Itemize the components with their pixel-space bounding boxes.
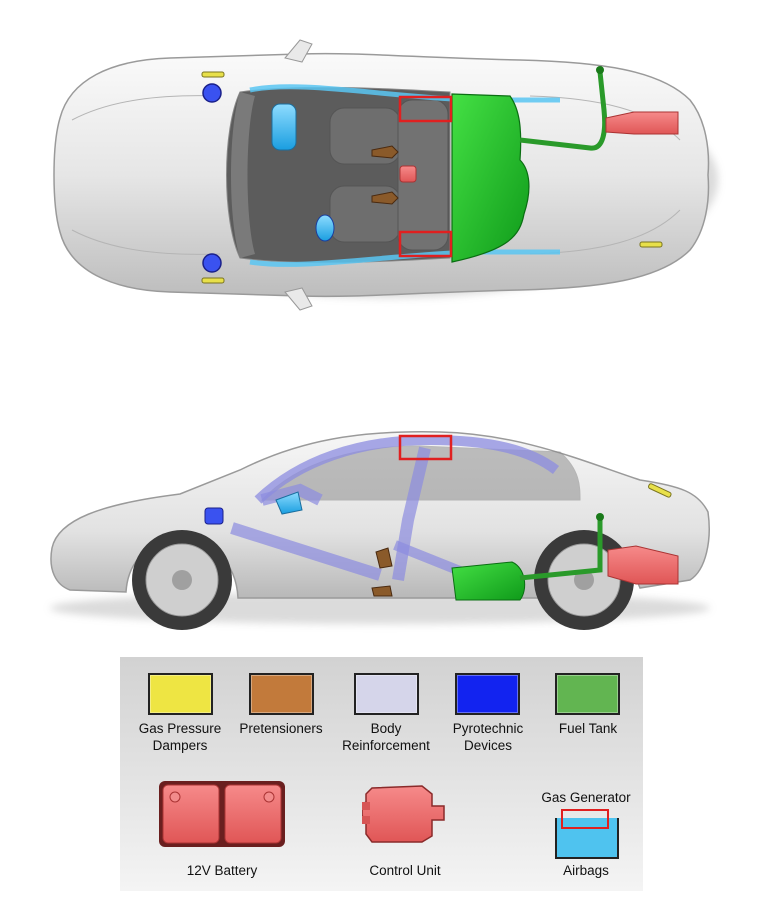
pretensioner-side-1 [375,547,393,569]
control-unit-top [399,165,417,183]
fuel-tank-swatch [555,673,620,715]
body-reinforcement-roof [254,434,560,504]
gas-damper-top-3 [639,241,663,248]
battery-legend-icon [159,781,285,847]
control-unit-text: Control Unit [369,863,441,878]
gas-pressure-dampers-line1: Gas Pressure [138,721,222,736]
pyrotechnic-device-top-1 [202,83,222,103]
gas-generator-top-2 [398,230,453,258]
body-reinforcement-sill [230,522,382,581]
control-unit-label: Control Unit [350,862,460,879]
gas-pressure-dampers-line2: Dampers [152,738,208,753]
battery-side [607,545,679,585]
gas-generator-side [398,434,453,461]
driver-airbag-top [271,103,297,151]
fuel-tank-label: Fuel Tank [541,720,635,737]
pyrotechnic-devices-line2: Devices [463,738,512,753]
pyrotechnic-devices-swatch [455,673,520,715]
pretensioners-text: Pretensioners [239,721,323,736]
front-wheel [132,530,232,630]
gas-damper-top-1 [201,71,225,78]
body-reinforcement-swatch [354,673,419,715]
gas-generator-text: Gas Generator [541,790,631,805]
pyrotechnic-devices-label: Pyrotechnic Devices [440,720,536,754]
body-reinforcement-line1: Body [370,721,402,736]
mirror-left [284,39,313,63]
pretensioner-top-1 [371,145,399,159]
pyrotechnic-device-side [204,507,224,525]
fuel-tank-text: Fuel Tank [558,721,618,736]
car-top-view [53,39,718,311]
body-reinforcement-b-pillar [392,446,431,581]
body-reinforcement-line2: Reinforcement [342,738,430,753]
fuel-line-side [519,520,603,581]
pretensioners-swatch [249,673,314,715]
fuel-line-top [519,71,608,151]
gas-generator-swatch [561,809,609,829]
rear-wheel [534,530,634,630]
gas-pressure-dampers-swatch [148,673,213,715]
body-reinforcement-label: Body Reinforcement [333,720,439,754]
battery-top [605,111,679,135]
mirror-right [284,287,313,311]
passenger-airbag-top [315,214,335,242]
pyrotechnic-device-top-2 [202,253,222,273]
front-airbag-side [275,491,303,515]
gas-damper-top-2 [201,277,225,284]
pretensioners-label: Pretensioners [230,720,332,737]
battery-text: 12V Battery [186,863,258,878]
car-side-view [50,431,710,630]
body-reinforcement-a-pillar [260,483,323,506]
control-unit-legend-icon [362,785,445,843]
fuel-tank-top [451,93,530,263]
pretensioner-side-2 [371,585,393,597]
gas-generator-top-1 [398,95,453,123]
gas-generator-label: Gas Generator [530,789,642,806]
fuel-tank-side [451,561,526,601]
pretensioner-top-2 [371,191,399,205]
gas-damper-side [648,483,672,498]
airbags-text: Airbags [563,863,609,878]
battery-label: 12V Battery [157,862,287,879]
pyrotechnic-devices-line1: Pyrotechnic [452,721,524,736]
gas-pressure-dampers-label: Gas Pressure Dampers [128,720,232,754]
airbags-label: Airbags [540,862,632,879]
